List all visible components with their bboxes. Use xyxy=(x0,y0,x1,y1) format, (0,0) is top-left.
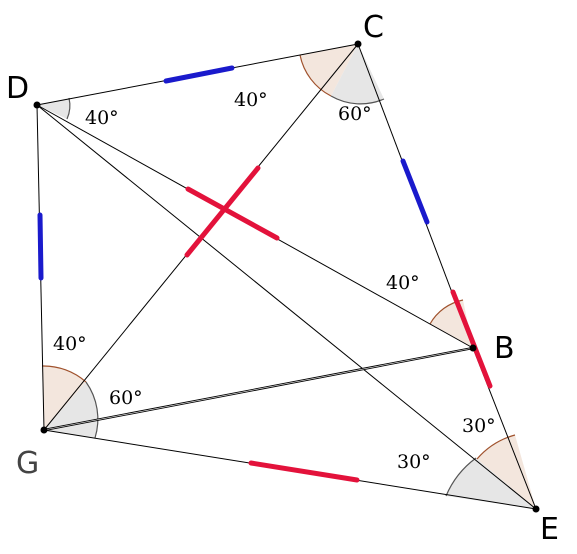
segment-DE xyxy=(36,104,537,510)
angle-sector-E-gray xyxy=(446,458,536,509)
vertex-label-G: G xyxy=(16,446,39,481)
angle-sector-G-warm xyxy=(42,365,86,430)
angle-arc-B xyxy=(429,299,464,325)
angle-sector-G-gray xyxy=(44,382,98,438)
angle-label-C-left: 40° xyxy=(234,89,268,111)
point-E xyxy=(532,505,540,513)
angle-label-D: 40° xyxy=(85,107,119,129)
tick-DB xyxy=(185,186,280,241)
point-G xyxy=(40,426,48,434)
point-C xyxy=(354,40,362,48)
angle-arc-C-warm xyxy=(299,54,332,97)
segment-GB-inner xyxy=(43,347,474,431)
vertex-label-D: D xyxy=(6,71,29,106)
angle-sector-C-gray xyxy=(331,44,384,104)
angle-arc-E-warm xyxy=(476,434,516,460)
vertex-label-C: C xyxy=(363,10,384,45)
angle-arc-E-gray xyxy=(445,457,477,497)
tick-GC xyxy=(184,165,261,258)
vertex-label-B: B xyxy=(494,331,515,366)
angle-label-G-right: 60° xyxy=(109,387,143,409)
angle-arc-G-gray xyxy=(85,381,99,439)
angle-label-G-top: 40° xyxy=(53,333,87,355)
angle-arc-G-warm xyxy=(41,365,87,383)
angle-sector-E-warm xyxy=(477,435,536,509)
tick-DG xyxy=(37,212,44,281)
angle-label-B: 40° xyxy=(386,272,420,294)
tick-BE xyxy=(450,289,493,389)
angle-label-E-lower: 30° xyxy=(397,451,431,473)
point-B xyxy=(469,344,477,352)
angle-label-E-upper: 30° xyxy=(462,415,496,437)
tick-DC xyxy=(163,65,235,84)
angle-label-C-right: 60° xyxy=(338,103,372,125)
point-D xyxy=(33,101,41,109)
tick-GE xyxy=(248,460,360,483)
tick-CB xyxy=(400,158,430,225)
vertex-label-E: E xyxy=(540,512,559,547)
